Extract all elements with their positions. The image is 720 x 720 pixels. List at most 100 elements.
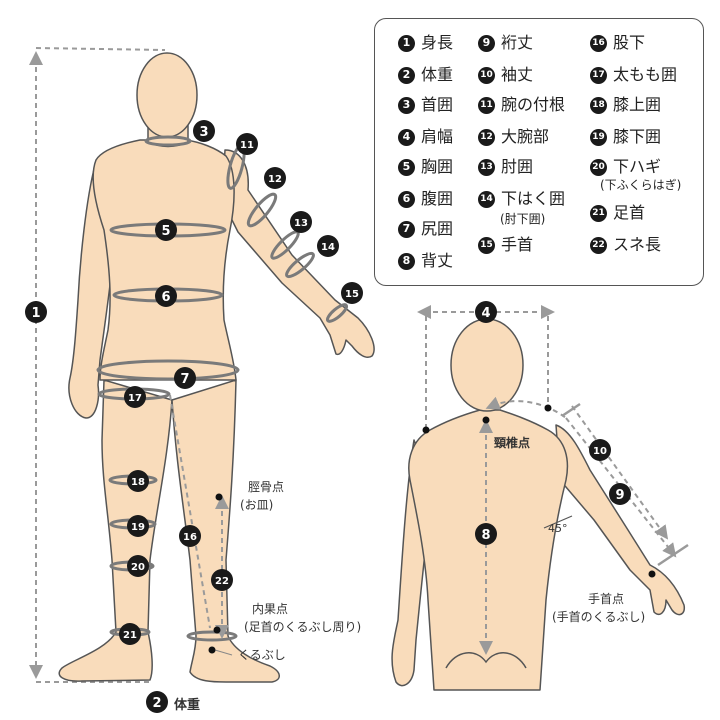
svg-text:9: 9	[615, 488, 624, 503]
badge-icon: 19	[590, 128, 607, 146]
badge-10: 10	[589, 439, 611, 461]
legend-label: 肩幅	[421, 127, 454, 146]
ankle-inner-label: 内果点	[252, 602, 289, 616]
badge-icon: 10	[478, 66, 495, 84]
legend-label: 胸囲	[421, 157, 454, 176]
badge-9: 9	[609, 483, 631, 505]
badge-icon: 1	[398, 34, 415, 52]
legend-item-1: 1 身長	[398, 34, 453, 52]
badge-21: 21	[119, 623, 141, 645]
badge-icon: 7	[398, 220, 415, 238]
wrist-point-label: 手首点	[588, 592, 625, 606]
badge-icon: 21	[590, 204, 607, 222]
weight-label: 体重	[174, 698, 201, 713]
svg-text:5: 5	[161, 224, 170, 239]
legend-item-10: 10 袖丈	[478, 66, 533, 84]
badge-1: 1	[25, 301, 47, 323]
svg-text:8: 8	[481, 528, 490, 543]
badge-7: 7	[174, 367, 196, 389]
kurubushi-label: くるぶし	[238, 648, 286, 662]
legend-label: 体重	[421, 65, 454, 84]
legend-label: 膝上囲	[613, 95, 662, 114]
legend-item-19: 19 膝下囲	[590, 128, 661, 146]
back-points	[422, 404, 656, 578]
badge-icon: 2	[398, 66, 415, 84]
badge-12: 12	[264, 167, 286, 189]
badge-11: 11	[236, 133, 258, 155]
svg-text:12: 12	[268, 174, 282, 185]
leg-guides	[169, 394, 233, 656]
badge-2: 2	[146, 691, 168, 713]
svg-text:13: 13	[294, 218, 308, 229]
svg-text:14: 14	[321, 242, 335, 253]
badge-5: 5	[155, 219, 177, 241]
legend-label: 袖丈	[501, 65, 534, 84]
legend-label: 膝下囲	[613, 127, 662, 146]
legend-item-2: 2 体重	[398, 66, 453, 84]
svg-text:1: 1	[31, 306, 40, 321]
badge-16: 16	[179, 525, 201, 547]
legend-item-14: 14 下はく囲	[478, 190, 565, 208]
legend-sub-14: (肘下囲)	[500, 212, 546, 226]
badge-icon: 5	[398, 158, 415, 176]
badge-icon: 3	[398, 96, 415, 114]
wrist-point-sub-label: (手首のくるぶし)	[552, 610, 646, 624]
front-points	[208, 493, 223, 654]
legend-label: 肘囲	[501, 157, 534, 176]
badge-18: 18	[127, 470, 149, 492]
patella-sub-label: (お皿)	[240, 498, 274, 512]
badge-15: 15	[341, 282, 363, 304]
badge-icon: 22	[590, 236, 607, 254]
back-figure	[391, 318, 686, 691]
legend-item-13: 13 肘囲	[478, 158, 533, 176]
legend-sub-20: (下ふくらはぎ)	[600, 178, 682, 192]
svg-text:2: 2	[152, 696, 161, 711]
cervical-label: 頸椎点	[494, 436, 531, 450]
badge-icon: 12	[478, 128, 495, 146]
badge-4: 4	[475, 301, 497, 323]
legend-label: スネ長	[613, 235, 662, 254]
badge-19: 19	[127, 515, 149, 537]
badge-icon: 13	[478, 158, 495, 176]
patella-label: 脛骨点	[248, 480, 285, 494]
legend-label: 下ハギ	[613, 157, 662, 176]
svg-text:11: 11	[240, 140, 254, 151]
badge-icon: 9	[478, 34, 495, 52]
legend-label: 下はく囲	[501, 189, 566, 208]
badge-17: 17	[124, 386, 146, 408]
badge-icon: 8	[398, 252, 415, 270]
legend-label: 背丈	[421, 251, 454, 270]
legend-label: 腕の付根	[501, 95, 566, 114]
svg-text:6: 6	[161, 290, 170, 305]
svg-text:21: 21	[123, 630, 137, 641]
badge-13: 13	[290, 211, 312, 233]
svg-text:19: 19	[131, 522, 145, 533]
badge-22: 22	[211, 569, 233, 591]
legend-item-22: 22 スネ長	[590, 236, 661, 254]
badge-20: 20	[127, 555, 149, 577]
badge-icon: 16	[590, 34, 607, 52]
svg-text:3: 3	[199, 125, 208, 140]
legend-item-8: 8 背丈	[398, 252, 453, 270]
badge-icon: 14	[478, 190, 495, 208]
badge-icon: 17	[590, 66, 607, 84]
svg-text:17: 17	[128, 393, 142, 404]
height-guide	[29, 47, 166, 683]
legend-item-5: 5 胸囲	[398, 158, 453, 176]
svg-text:22: 22	[215, 576, 229, 587]
legend-item-9: 9 裄丈	[478, 34, 533, 52]
badge-8: 8	[475, 523, 497, 545]
legend-label: 裄丈	[501, 33, 534, 52]
angle-label: 45°	[548, 522, 568, 535]
legend-label: 身長	[421, 33, 454, 52]
